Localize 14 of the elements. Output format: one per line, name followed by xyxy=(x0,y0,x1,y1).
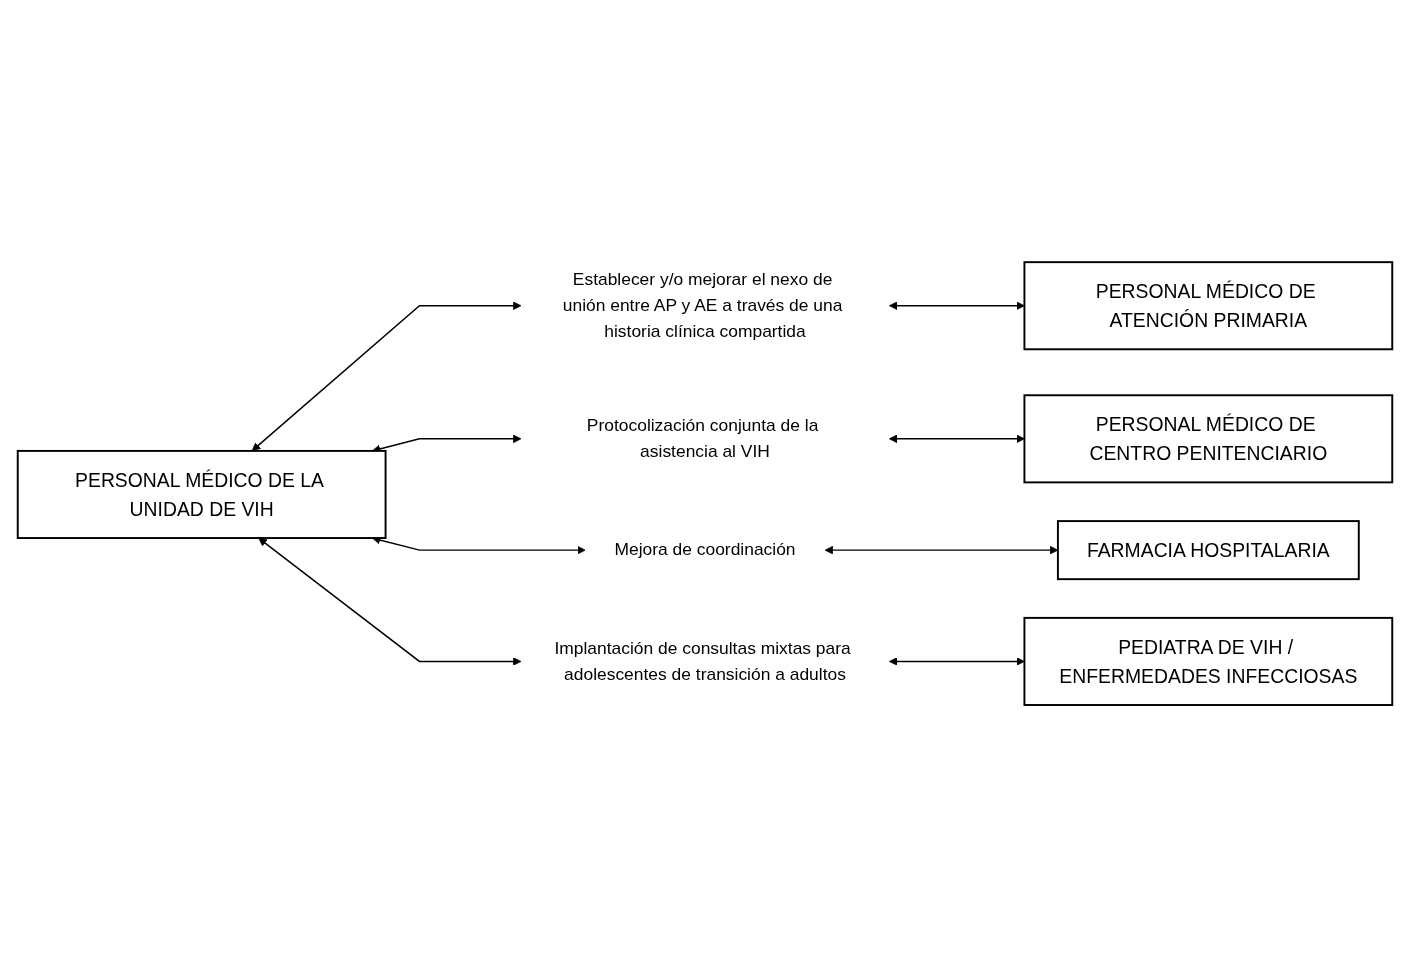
arrow xyxy=(888,434,1025,444)
node-box: PERSONAL MÉDICO DE CENTRO PENITENCIARIO xyxy=(1023,394,1394,484)
arrow xyxy=(258,537,522,666)
node-box: PERSONAL MÉDICO DE LA UNIDAD DE VIH xyxy=(16,449,387,539)
node-text: Protocolización conjunta de la asistencia al VIH xyxy=(586,415,819,462)
node-text: Mejora de coordinación xyxy=(614,539,796,560)
node-box: PERSONAL MÉDICO DE ATENCIÓN PRIMARIA xyxy=(1023,261,1394,351)
node-text: Implantación de consultas mixtas para adolescentes de transición a adultos xyxy=(554,638,851,684)
node-text: Establecer y/o mejorar el nexo de unión entre AP y AE a través de una historia clínica compartida xyxy=(562,269,843,342)
arrow xyxy=(888,301,1025,310)
node-box: PEDIATRA DE VIH / ENFERMEDADES INFECCIOSAS xyxy=(1023,616,1394,706)
node-box: FARMACIA HOSPITALARIA xyxy=(1056,520,1360,581)
arrow xyxy=(251,301,522,452)
arrow xyxy=(888,657,1025,666)
